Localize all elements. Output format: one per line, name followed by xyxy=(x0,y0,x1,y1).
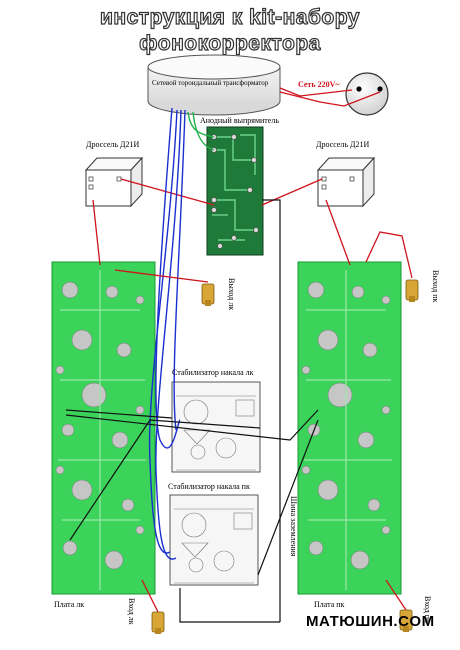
anode-rectifier-board xyxy=(206,126,264,256)
pcb-board-right xyxy=(297,261,402,595)
label-mains: Сеть 220V~ xyxy=(298,80,340,89)
label-choke-right: Дроссель Д21И xyxy=(316,140,370,149)
brand-watermark: МАТЮШИН.COM xyxy=(306,613,435,630)
label-ground-bus: Шина заземления xyxy=(289,496,298,557)
label-stab-right: Стабилизатор накала пк xyxy=(168,482,250,491)
label-rectifier: Анодный выпрямитель xyxy=(200,116,279,125)
label-out-left: Выход лк xyxy=(227,278,236,311)
label-stab-left: Стабилизатор накала лк xyxy=(172,368,254,377)
label-board-right: Плата пк xyxy=(314,600,345,609)
mains-socket xyxy=(345,72,389,116)
heater-stabilizer-right xyxy=(169,494,259,586)
pcb-board-left xyxy=(51,261,156,595)
jack-in-left xyxy=(151,611,165,634)
title-line-2: фонокорректора xyxy=(139,31,321,55)
jack-out-left xyxy=(201,283,215,306)
label-transformer: Сетевой тороидальный трансформатор xyxy=(152,79,269,87)
label-out-right: Выход пк xyxy=(431,270,440,303)
jack-out-right xyxy=(405,279,419,302)
label-in-left: Вход лк xyxy=(127,598,136,625)
title-line-1: инструкция к kit-набору xyxy=(99,5,360,29)
jack-in-right xyxy=(399,609,413,632)
label-choke-left: Дроссель Д21И xyxy=(86,140,140,149)
choke-right xyxy=(316,156,376,208)
toroidal-transformer xyxy=(147,54,281,116)
label-board-left: Плата лк xyxy=(54,600,85,609)
